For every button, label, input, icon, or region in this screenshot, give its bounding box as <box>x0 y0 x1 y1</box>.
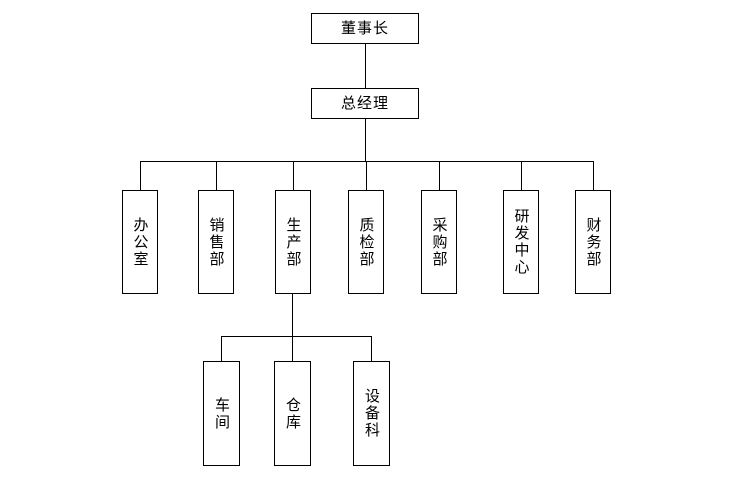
node-unit-equipment: 设备科 <box>353 361 390 466</box>
drop-purchasing <box>439 161 440 190</box>
node-label: 财务部 <box>584 216 602 268</box>
node-label: 研发中心 <box>512 208 530 276</box>
drop-equipment <box>371 336 372 361</box>
node-label: 质检部 <box>357 216 375 268</box>
node-dept-quality: 质检部 <box>348 190 384 294</box>
level3-bus <box>140 161 594 162</box>
node-dept-production: 生产部 <box>275 190 311 294</box>
node-label: 设备科 <box>363 388 380 439</box>
node-dept-finance: 财务部 <box>575 190 611 294</box>
node-label: 车间 <box>213 396 230 431</box>
node-dept-sales: 销售部 <box>198 190 234 294</box>
node-label: 董事长 <box>340 20 389 37</box>
drop-sales <box>216 161 217 190</box>
node-label: 办公室 <box>131 216 149 268</box>
connector-chairman-gm <box>365 44 366 88</box>
node-dept-office: 办公室 <box>122 190 158 294</box>
node-general-manager: 总经理 <box>311 88 419 119</box>
drop-finance <box>593 161 594 190</box>
drop-production <box>293 161 294 190</box>
node-unit-workshop: 车间 <box>203 361 240 466</box>
node-dept-rd-center: 研发中心 <box>503 190 539 294</box>
drop-warehouse <box>292 336 293 361</box>
connector-production-bus <box>292 294 293 336</box>
node-label: 仓库 <box>284 396 301 431</box>
node-unit-warehouse: 仓库 <box>274 361 311 466</box>
connector-gm-bus <box>365 119 366 161</box>
drop-quality <box>366 161 367 190</box>
drop-workshop <box>221 336 222 361</box>
node-label: 采购部 <box>430 216 448 268</box>
drop-office <box>140 161 141 190</box>
level4-bus <box>221 336 372 337</box>
drop-rd-center <box>521 161 522 190</box>
node-label: 生产部 <box>284 216 302 268</box>
node-dept-purchasing: 采购部 <box>421 190 457 294</box>
node-label: 总经理 <box>340 95 389 112</box>
node-label: 销售部 <box>207 216 225 268</box>
node-chairman: 董事长 <box>311 13 419 44</box>
